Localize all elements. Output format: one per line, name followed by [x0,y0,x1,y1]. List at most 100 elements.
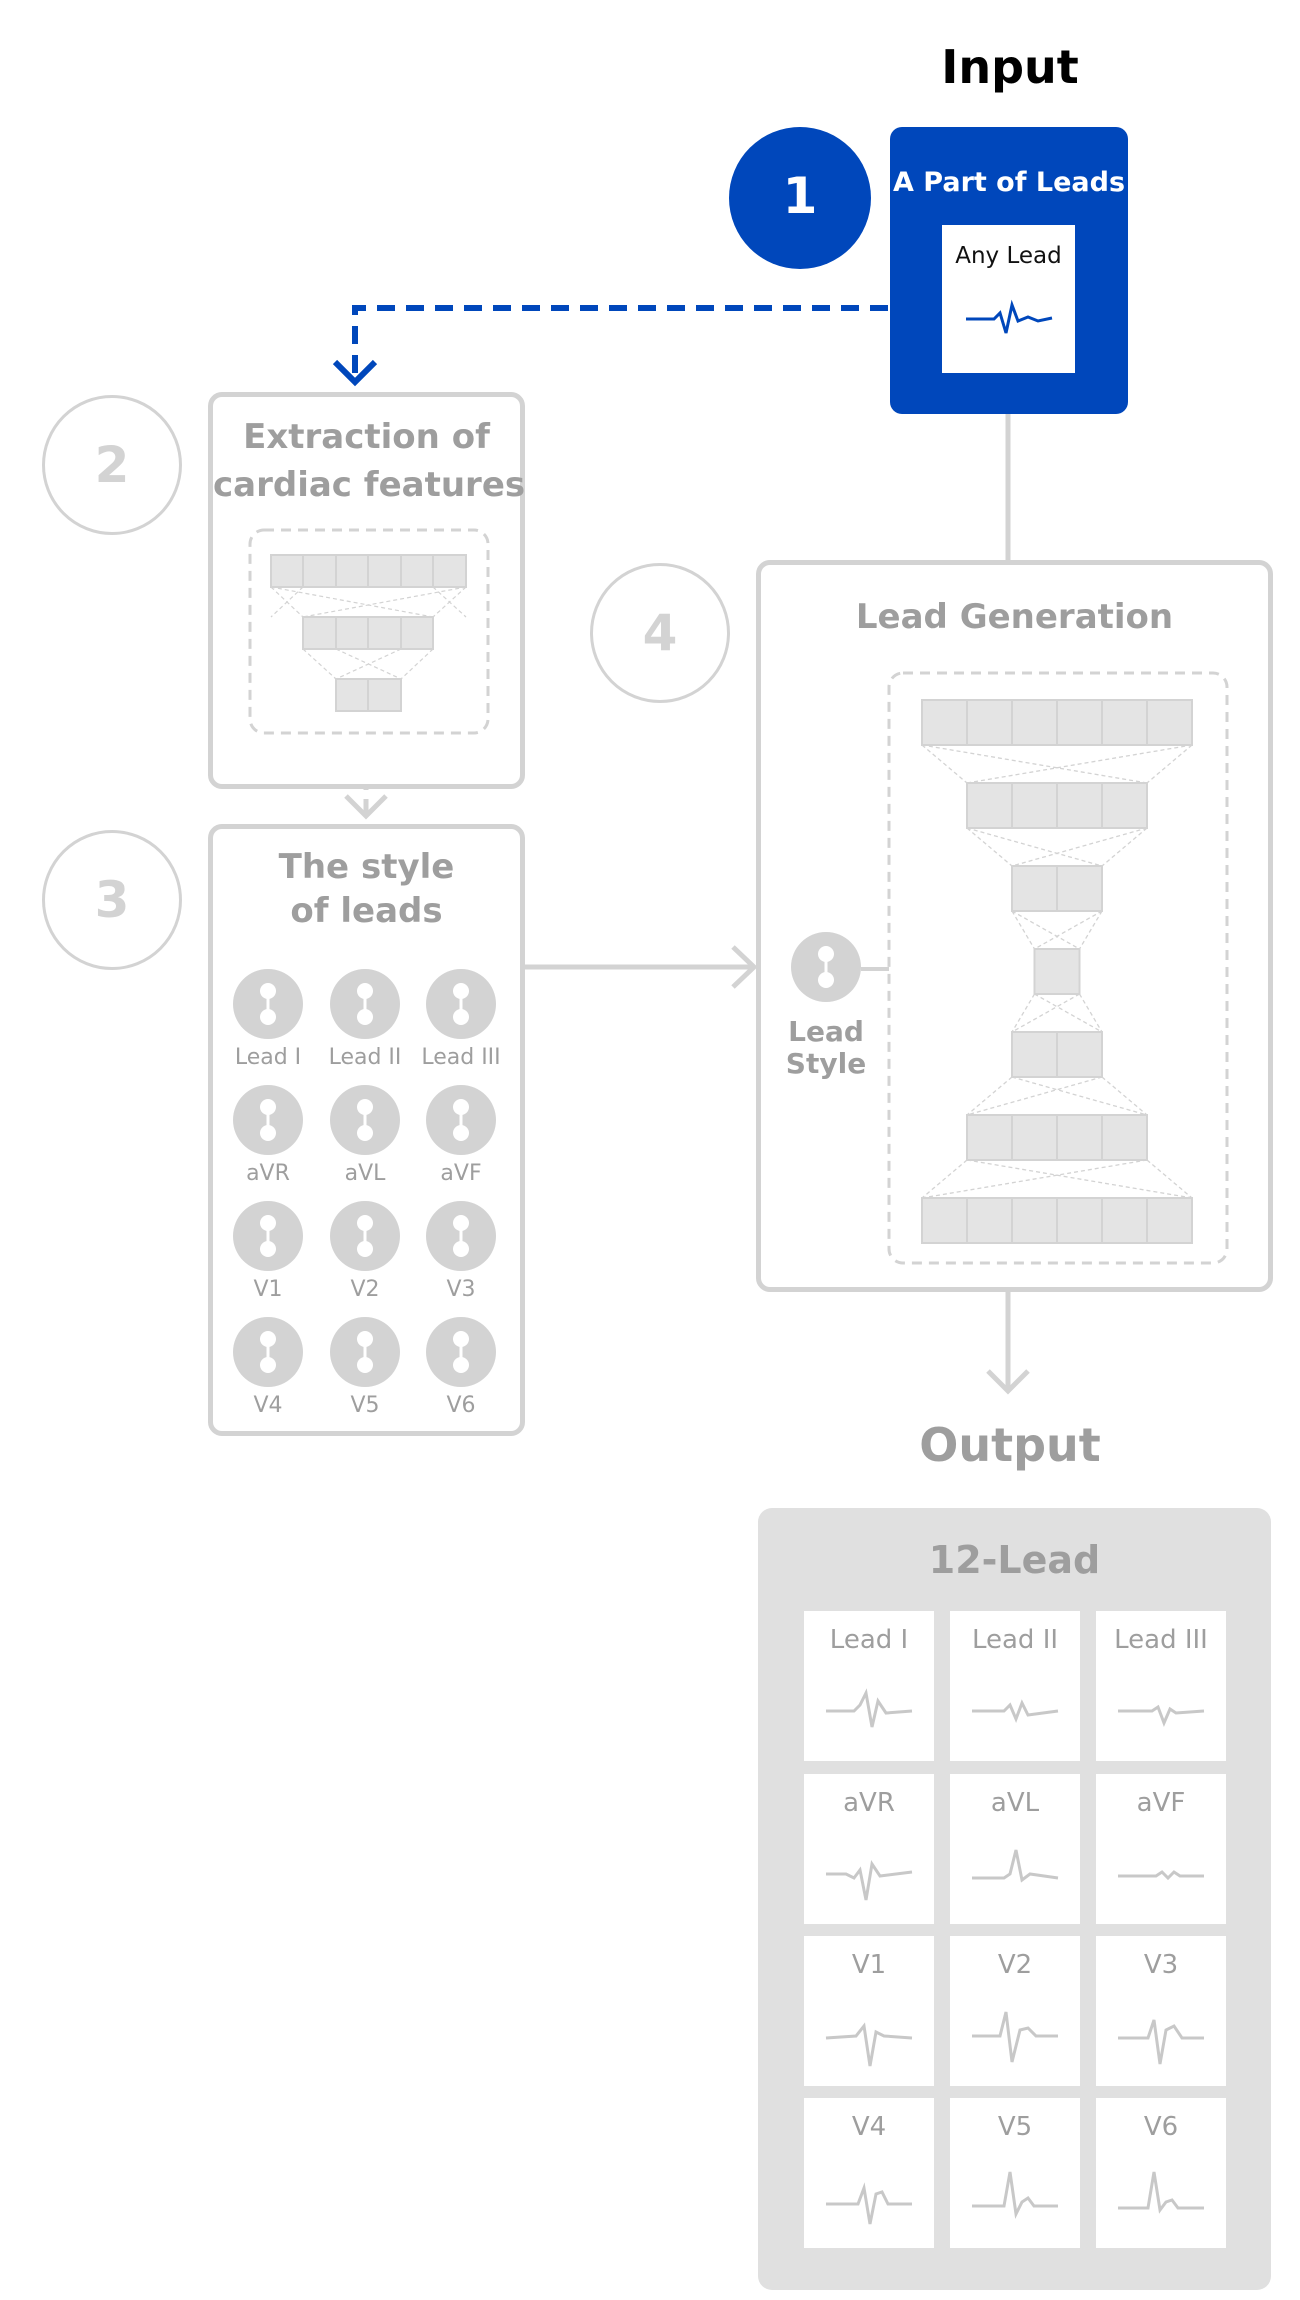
output-lead-card: V4 [804,2098,934,2248]
ecg-wave-icon [826,1860,913,1901]
input-box-title: A Part of Leads [892,167,1126,198]
ecg-wave-icon [1118,2171,1204,2214]
style-box: The style of leads Lead I Lead II Lead III… [208,824,525,1436]
output-lead-card: V3 [1096,1936,1226,2086]
output-lead-label: Lead II [971,1625,1059,1655]
lead-style-label: V2 [350,1277,380,1302]
arrow-down-icon [344,794,388,820]
ecg-wave-icon [966,299,1053,334]
lead-style-label: Lead I [234,1045,302,1070]
generation-box: Lead Generation Lead Style [756,560,1273,1292]
output-lead-label: aVF [1136,1788,1186,1818]
step-4-number: 4 [642,604,678,662]
layer-connection [921,1159,1193,1199]
step-2-number: 2 [94,436,130,494]
ecg-wave-icon [1118,1704,1205,1728]
ecg-wave-icon [1118,2019,1204,2065]
style-title-line1: The style [278,847,455,887]
lead-style-node-icon [791,932,861,1002]
any-lead-label: Any Lead [955,243,1062,269]
output-lead-label: V3 [1143,1950,1179,1980]
lead-style-node-icon [426,969,496,1039]
generator-network [861,671,1229,1265]
ecg-wave-icon [826,1688,913,1728]
step-3-number: 3 [94,871,130,929]
lead-style-node-icon [233,969,303,1039]
any-lead-card: Any Lead [942,225,1075,373]
lead-style-label: aVL [344,1161,386,1186]
lead-style-node-icon [426,1085,496,1155]
lead-style-node-icon [233,1201,303,1271]
ecg-wave-icon [825,2022,913,2067]
output-lead-label: Lead I [829,1625,909,1655]
arrow-down-icon [332,359,378,387]
output-lead-card: Lead II [950,1611,1080,1761]
output-lead-label: V6 [1143,2112,1179,2142]
layer-connection [1011,993,1103,1033]
layer-connection [966,1076,1148,1116]
output-lead-label: V4 [851,2112,887,2142]
lead-style-label-line2: Style [785,1047,867,1080]
lead-style-node-icon [233,1317,303,1387]
output-lead-label: V5 [997,2112,1033,2142]
output-lead-label: V2 [997,1950,1033,1980]
lead-style-label: Lead II [328,1045,402,1070]
lead-style-label: aVF [440,1161,482,1186]
step-1-number: 1 [782,167,818,225]
output-panel: 12-Lead Lead I Lead II Lead III aVR aVL aVF V1… [758,1508,1271,2290]
ecg-wave-icon [1118,1870,1204,1881]
lead-style-label: V4 [253,1393,283,1418]
step-2-badge: 2 [42,395,182,535]
network-layer [1033,948,1081,995]
output-lead-label: V1 [851,1950,887,1980]
output-lead-card: V1 [804,1936,934,2086]
extraction-box: Extraction of cardiac features [208,392,525,789]
ecg-wave-icon [972,2171,1058,2219]
step-3-badge: 3 [42,830,182,970]
output-lead-card: V2 [950,1936,1080,2086]
extraction-title-line1: Extraction of [243,417,490,457]
output-lead-card: aVF [1096,1774,1226,1924]
output-lead-label: aVR [843,1788,895,1818]
lead-style-node-icon [426,1317,496,1387]
input-box: A Part of Leads Any Lead [890,127,1128,414]
output-lead-card: Lead III [1096,1611,1226,1761]
layer-connection [1011,910,1103,950]
output-lead-label: Lead III [1114,1625,1208,1655]
encoder-network [248,528,490,735]
lead-style-label: V1 [253,1277,283,1302]
output-lead-card: V6 [1096,2098,1226,2248]
lead-style-node-icon [330,1085,400,1155]
style-title-line2: of leads [290,891,443,931]
lead-style-label: V3 [446,1277,476,1302]
arrow-right-icon [731,945,758,989]
ecg-wave-icon [826,2182,912,2225]
lead-style-label: aVR [246,1161,290,1186]
lead-style-label: V6 [446,1393,476,1418]
ecg-wave-icon [972,1699,1059,1724]
lead-style-label: Lead III [421,1045,501,1070]
output-panel-title: 12-Lead [928,1538,1101,1582]
lead-style-label: V5 [350,1393,380,1418]
lead-style-node-icon [330,1317,400,1387]
output-heading: Output [919,1418,1101,1472]
output-lead-card: aVL [950,1774,1080,1924]
lead-style-label-line1: Lead [788,1015,864,1048]
layer-connection [966,827,1148,867]
step-1-badge: 1 [729,127,871,269]
input-heading: Input [941,40,1079,94]
generation-title: Lead Generation [855,597,1174,637]
lead-style-node-icon [330,1201,400,1271]
ecg-wave-icon [972,2011,1058,2063]
extraction-title-line2: cardiac features [213,465,526,505]
lead-style-node-icon [330,969,400,1039]
input-to-extraction-arrow [352,305,888,380]
output-lead-card: Lead I [804,1611,934,1761]
output-lead-card: aVR [804,1774,934,1924]
output-lead-card: V5 [950,2098,1080,2248]
lead-style-node-icon [426,1201,496,1271]
lead-style-node-icon [233,1085,303,1155]
